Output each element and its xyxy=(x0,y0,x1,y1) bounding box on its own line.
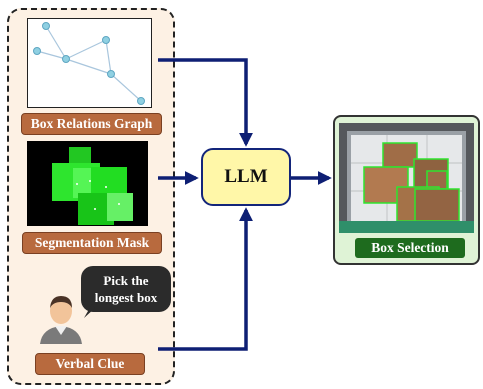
box-selection-label: Box Selection xyxy=(355,238,465,258)
llm-node: LLM xyxy=(201,148,291,206)
box-relations-graph-label: Box Relations Graph xyxy=(21,113,162,135)
graph-node xyxy=(42,22,50,30)
segmentation-mask-label: Segmentation Mask xyxy=(22,232,162,254)
llm-label: LLM xyxy=(224,166,268,187)
segmentation-mask-image xyxy=(27,141,148,226)
graph-svg xyxy=(33,22,145,105)
person-avatar-icon xyxy=(40,296,82,344)
photo-svg xyxy=(339,123,474,233)
box-selection-photo xyxy=(339,123,474,233)
speech-line-2: longest box xyxy=(94,290,158,305)
speech-line-1: Pick the xyxy=(103,273,149,288)
speech-bubble-tail xyxy=(84,304,95,318)
verbal-to-llm-arrow xyxy=(158,207,253,351)
graph-node xyxy=(102,36,110,44)
graph-node xyxy=(62,55,70,63)
speech-bubble-icon: Pick the longest box xyxy=(81,266,171,312)
graph-node xyxy=(137,97,145,105)
box-relations-graph-image xyxy=(27,18,152,108)
graph-node xyxy=(33,47,41,55)
verbal-clue-label: Verbal Clue xyxy=(35,353,145,375)
mask-svg xyxy=(52,147,133,225)
graph-to-llm-arrow xyxy=(158,58,253,147)
graph-node xyxy=(107,70,115,78)
